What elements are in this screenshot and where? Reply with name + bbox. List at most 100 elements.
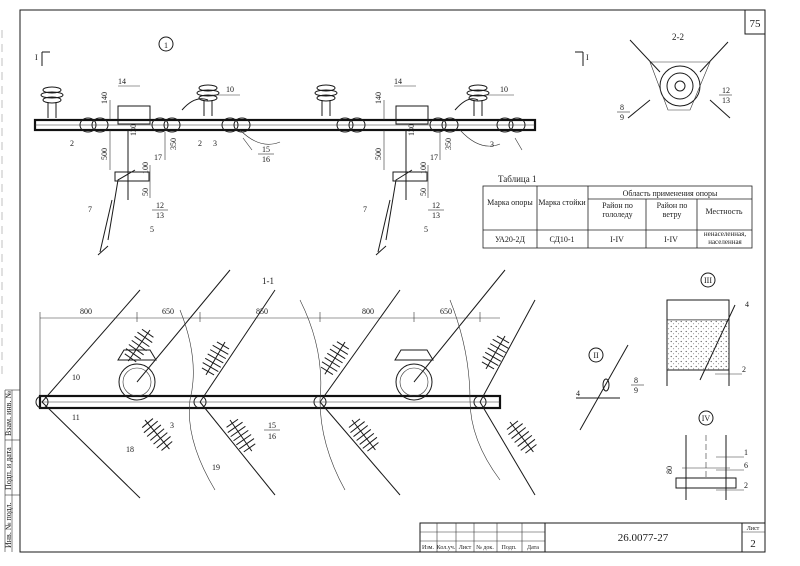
callout-8-II: 8	[634, 376, 638, 385]
tb-h-sheet: Лист	[459, 545, 472, 551]
callout-15-top: 15	[262, 145, 270, 154]
callout-2-a: 2	[70, 139, 74, 148]
callout-4-III: 4	[745, 300, 749, 309]
td-wind: I-IV	[664, 235, 678, 244]
callout-12-b: 12	[432, 201, 440, 210]
view-1-label: 1	[164, 41, 168, 50]
callout-13-a: 13	[156, 211, 164, 220]
callout-17-a: 17	[154, 153, 162, 162]
callout-16-section: 16	[268, 432, 276, 441]
concrete-fill	[666, 319, 730, 371]
td-ice: I-IV	[610, 235, 624, 244]
callout-13-b: 13	[432, 211, 440, 220]
callout-3-a: 3	[213, 139, 217, 148]
sheet-number: 2	[750, 538, 756, 550]
callout-19-section: 19	[212, 463, 220, 472]
pin-insulator-2	[196, 84, 220, 117]
node-II: II 8 9 4	[576, 344, 644, 431]
callout-10-b: 10	[500, 85, 508, 94]
node-IV: IV 80 1 6 2	[665, 410, 748, 500]
dim-50-right: 50	[419, 188, 428, 196]
td-terrain: ненаселенная, населенная	[703, 231, 747, 246]
dim-140-left: 140	[100, 92, 109, 104]
dim-100-left: 100	[141, 162, 150, 174]
string-insulator-8	[502, 415, 541, 458]
tb-h-change: Изм.	[422, 545, 434, 551]
callout-16-top: 16	[262, 155, 270, 164]
string-insulator-5	[316, 336, 354, 380]
stamp-inv-replace: Взам. инв. №	[4, 391, 13, 436]
title-block: Изм. Кол.уч. Лист № док. Подп. Дата 26.0…	[419, 522, 766, 553]
dim-500-left: 500	[100, 148, 109, 160]
th-stand: Марка стойки	[538, 198, 586, 207]
callout-2-IV: 2	[744, 481, 748, 490]
dim-100-right: 100	[419, 162, 428, 174]
callout-14-a: 14	[118, 77, 126, 86]
tb-h-doc: № док.	[476, 545, 494, 551]
pin-insulator-3	[314, 84, 338, 117]
td-support: УА20-2Д	[495, 235, 526, 244]
callout-8-s22: 8	[620, 103, 624, 112]
callout-12-s22: 12	[722, 86, 730, 95]
view-1: 1 I I	[33, 36, 589, 256]
callout-3-b: 3	[490, 140, 494, 149]
callout-18-section: 18	[126, 445, 134, 454]
side-stamp: Инв. № подл. Подп. и дата Взам. инв. №	[1, 30, 20, 552]
callout-10-section: 10	[72, 373, 80, 382]
string-insulator-7	[477, 331, 514, 374]
th-wind: Район по ветру	[656, 201, 688, 219]
dim-650-b: 650	[440, 307, 452, 316]
th-ice: Район по гололеду	[602, 201, 633, 219]
node-III-label: III	[704, 276, 712, 285]
dim-350-right: 350	[444, 138, 453, 150]
table-1: Таблица 1 Марка опоры Марка стойки Облас…	[482, 174, 753, 249]
callout-5-a: 5	[150, 225, 154, 234]
cut-mark-left: I	[35, 53, 38, 62]
th-support: Марка опоры	[487, 198, 533, 207]
post-circle-right	[395, 363, 433, 401]
table-caption: Таблица 1	[498, 174, 537, 184]
callout-7-a: 7	[88, 205, 92, 214]
dim-80: 80	[665, 466, 674, 474]
top-number-box	[744, 9, 766, 35]
dim-650-a: 650	[162, 307, 174, 316]
node-II-label: II	[593, 351, 599, 360]
callout-15-section: 15	[268, 421, 276, 430]
stamp-sign-date: Подп. и дата	[4, 447, 13, 490]
tb-h-sign: Подп.	[502, 545, 517, 551]
section-2-2: 2-2 12 13 8 9	[617, 32, 732, 122]
callout-2-b: 2	[198, 139, 202, 148]
doc-code: 26.0077-27	[618, 532, 669, 544]
callout-7-b: 7	[363, 205, 367, 214]
callout-17-b: 17	[430, 153, 438, 162]
pin-insulator-1	[40, 86, 64, 119]
sheet-label: Лист	[747, 526, 760, 532]
pin-insulator-4	[466, 84, 490, 117]
node-IV-label: IV	[702, 414, 711, 423]
dim-500-right: 500	[374, 148, 383, 160]
dim-850: 850	[256, 307, 268, 316]
callout-2-III: 2	[742, 365, 746, 374]
callout-3-section: 3	[170, 421, 174, 430]
callout-9-s22: 9	[620, 113, 624, 122]
cut-mark-right: I	[586, 53, 589, 62]
string-insulator-6	[344, 413, 383, 456]
dim-800-a: 800	[80, 307, 92, 316]
dim-350-left: 350	[169, 138, 178, 150]
section-1-1: 1-1 800 650 850 800 650	[35, 269, 541, 499]
sheet-frame	[19, 9, 766, 553]
callout-6-IV: 6	[744, 461, 748, 470]
post-circle-left	[118, 363, 156, 401]
tb-h-date: Дата	[527, 545, 539, 551]
th-terrain: Местность	[706, 207, 743, 216]
callout-10-a: 10	[226, 85, 234, 94]
tb-h-count: Кол.уч.	[437, 545, 456, 551]
td-stand: СД10-1	[549, 235, 574, 244]
callout-11-section: 11	[72, 413, 80, 422]
callout-5-b: 5	[424, 225, 428, 234]
th-area: Область применения опоры	[623, 189, 718, 198]
callout-4-II: 4	[576, 389, 580, 398]
dim-50-left: 50	[141, 188, 150, 196]
dim-800-b: 800	[362, 307, 374, 316]
